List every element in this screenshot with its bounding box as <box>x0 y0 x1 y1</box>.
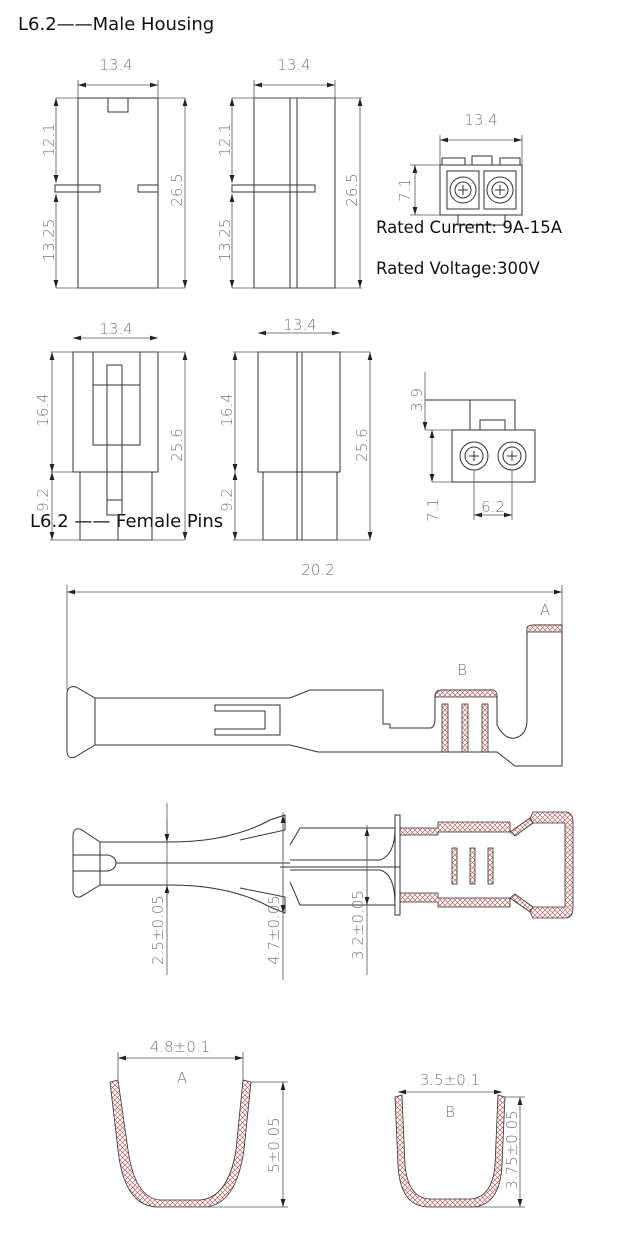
label-a: A <box>540 601 550 619</box>
dim-height: 25.6 <box>353 428 371 461</box>
male-housing-front-view: 13.4 12.1 13.25 26.5 <box>40 56 188 289</box>
female-pin-side-view: 20.2 A B <box>66 561 563 767</box>
dim-upper: 12.1 <box>40 123 58 156</box>
male-housing-side-view: 13.4 12.1 13.25 26.5 <box>216 56 363 289</box>
dim-height: 25.6 <box>168 428 186 461</box>
dim-top: 3.9 <box>408 388 426 412</box>
dim-upper: 12.1 <box>216 123 234 156</box>
dim-width: 13.4 <box>283 316 316 334</box>
male-housing-rear-end-view: 3.9 7.1 6.2 <box>408 372 536 522</box>
rated-voltage: Rated Voltage:300V <box>376 259 540 278</box>
dim-width: 13.4 <box>99 320 132 338</box>
dim-height: 7.1 <box>424 498 442 522</box>
section-b-label: B <box>445 1103 455 1121</box>
dim-pitch: 6.2 <box>481 498 505 516</box>
section-b: 3.5±0.1 B 3.75±0.05 <box>394 1071 525 1208</box>
dim-4-7: 4.7±0.05 <box>265 895 283 965</box>
dim-height: 26.5 <box>168 173 186 206</box>
dim-upper: 16.4 <box>34 393 52 426</box>
rated-current: Rated Current: 9A-15A <box>376 218 563 237</box>
dim-lower: 13.25 <box>40 219 58 262</box>
dim-lower: 9.2 <box>218 488 236 512</box>
dim-3-2: 3.2±0.05 <box>349 890 367 960</box>
dim-width: 13.4 <box>277 56 310 74</box>
dim-width: 13.4 <box>99 56 132 74</box>
male-housing-rear-side-view: 13.4 16.4 9.2 25.6 <box>218 316 373 541</box>
dim-section-b-width: 3.5±0.1 <box>420 1071 480 1089</box>
dim-height: 26.5 <box>343 173 361 206</box>
male-housing-rear-view: 13.4 16.4 9.2 25.6 <box>34 320 188 541</box>
dim-lower: 13.25 <box>216 219 234 262</box>
section-a-label: A <box>177 1069 187 1087</box>
section-a: 4.8±0.1 A 5±0.05 <box>109 1038 288 1208</box>
label-b: B <box>457 661 467 679</box>
dim-2-5: 2.5±0.05 <box>149 895 167 965</box>
male-housing-title: L6.2——Male Housing <box>18 14 214 35</box>
dim-lower: 9.2 <box>34 488 52 512</box>
dim-upper: 16.4 <box>218 393 236 426</box>
dim-length: 20.2 <box>301 561 334 579</box>
dim-width: 13.4 <box>464 111 497 129</box>
dim-section-b-height: 3.75±0.05 <box>503 1110 521 1189</box>
female-pin-top-view: 2.5±0.05 4.7±0.05 3.2±0.05 <box>72 803 574 980</box>
dim-height: 7.1 <box>396 178 414 202</box>
male-housing-end-view: 13.4 7.1 <box>396 111 523 226</box>
dim-section-a-height: 5±0.05 <box>265 1117 283 1173</box>
dim-section-a-width: 4.8±0.1 <box>150 1038 210 1056</box>
female-pins-title: L6.2 —— Female Pins <box>30 511 223 532</box>
